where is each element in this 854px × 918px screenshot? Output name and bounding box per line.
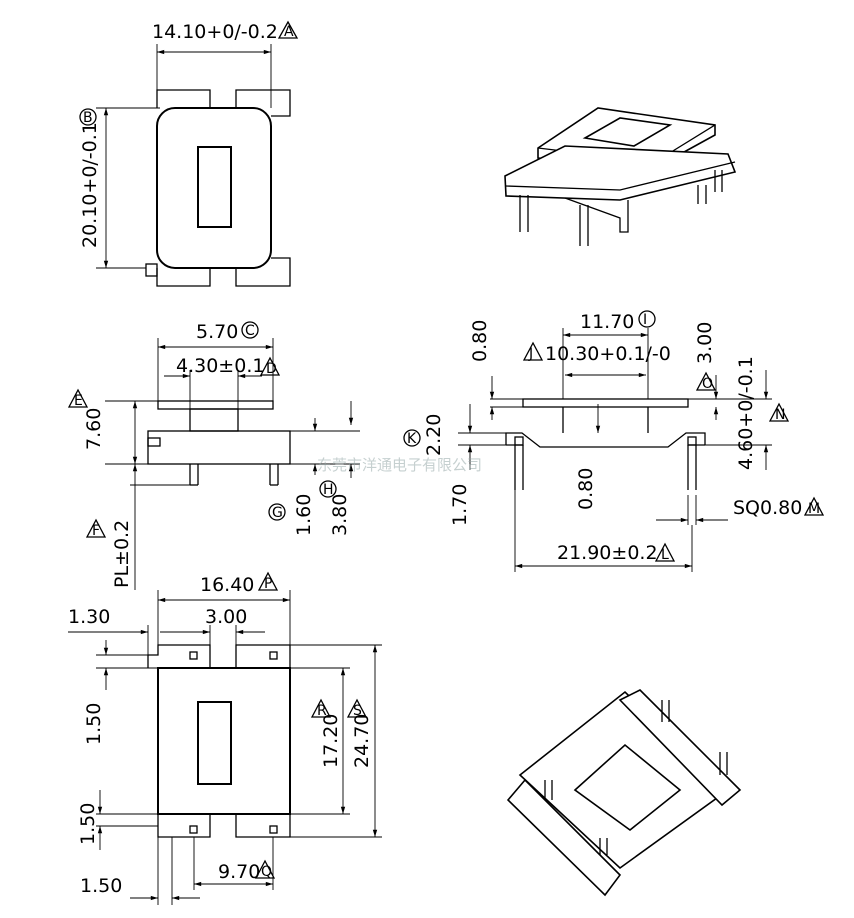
side-pin-square-mark: M [808, 501, 820, 517]
side-top-height: 3.00 [694, 322, 716, 364]
side-window-mark: I [643, 312, 647, 328]
front-pin-mark: F [92, 523, 100, 539]
side-base-height: 1.70 [449, 484, 471, 526]
top-width-dim: 14.10+0/-0.2 [152, 21, 278, 43]
top-width-mark: A [284, 24, 294, 40]
circle-mark-icon [79, 108, 97, 126]
bottom-width-mark: P [264, 576, 272, 592]
front-total-mark: H [323, 482, 334, 498]
watermark: 东莞市洋通电子有限公司 [317, 456, 482, 474]
triangle-mark-icon [277, 20, 299, 39]
side-total-width: 21.90±0.2 [557, 542, 658, 564]
pin-marker [145, 263, 158, 277]
side-flange-thickness: 0.80 [469, 320, 491, 362]
bottom-tab-left [156, 268, 211, 287]
bottom-flange-depth-bottom: 1.50 [77, 803, 99, 845]
bottom-view: 16.40 P 3.00 1.30 1.50 1.50 1.50 [68, 571, 382, 905]
bottom-width: 16.40 [200, 574, 254, 596]
top-tab-right [235, 89, 291, 117]
front-inner-width: 4.30±0.1 [176, 355, 264, 377]
bottom-pin-pitch: 9.70 [218, 861, 260, 883]
side-left-mark: K [407, 431, 417, 447]
front-total-height: 3.80 [329, 494, 351, 536]
bottom-outer-mark: S [353, 703, 362, 719]
front-pin-length: PL±0.2 [111, 520, 133, 588]
side-view: 0.80 11.70 I J 10.30+0.1/-0 3.00 O 4.60+… [403, 310, 825, 572]
bottom-inner-length: 17.20 [320, 714, 342, 768]
side-window-width: 11.70 [580, 311, 634, 333]
bottom-offset: 1.50 [80, 875, 122, 897]
side-top-mark: O [702, 376, 713, 392]
front-base-height: 1.60 [293, 494, 315, 536]
front-outer-mark: C [245, 323, 255, 339]
side-pin-square: SQ0.80 [733, 497, 802, 519]
top-height-mark: B [83, 110, 93, 126]
front-base-mark: G [272, 505, 283, 521]
side-total-width-mark: L [661, 547, 669, 563]
top-view: 14.10+0/-0.2 A 20.10+0/-0.1 B [79, 20, 299, 287]
bottom-pin-pitch-mark: Q [261, 864, 272, 880]
iso-view-bottom [506, 689, 742, 897]
side-right-height: 4.60+0/-0.1 [735, 356, 757, 470]
bottom-outer-length: 24.70 [351, 714, 373, 768]
bottom-slot-width: 3.00 [205, 606, 247, 628]
front-height-mark: E [74, 393, 83, 409]
side-inner-window-mark: J [528, 346, 533, 362]
front-outer-width: 5.70 [196, 321, 238, 343]
bottom-flange-depth-top: 1.50 [83, 703, 105, 745]
front-view: 5.70 C 4.30±0.1 D 7.60 E PL±0.2 F 1.60 G [67, 321, 360, 590]
bottom-left-offset: 1.30 [68, 606, 110, 628]
side-left-height: 2.20 [423, 414, 445, 456]
top-view-body [156, 107, 272, 269]
iso-view-top [504, 107, 737, 246]
front-height: 7.60 [83, 408, 105, 450]
side-right-mark: N [775, 407, 785, 423]
top-view-window [197, 146, 232, 228]
top-tab-left [156, 89, 211, 108]
bottom-inner-mark: R [317, 703, 327, 719]
top-height-dim: 20.10+0/-0.1 [79, 122, 101, 248]
side-slot-depth: 0.80 [575, 468, 597, 510]
bottom-tab-right [235, 257, 291, 287]
front-inner-mark: D [266, 361, 277, 377]
side-inner-window: 10.30+0.1/-0 [545, 343, 671, 365]
